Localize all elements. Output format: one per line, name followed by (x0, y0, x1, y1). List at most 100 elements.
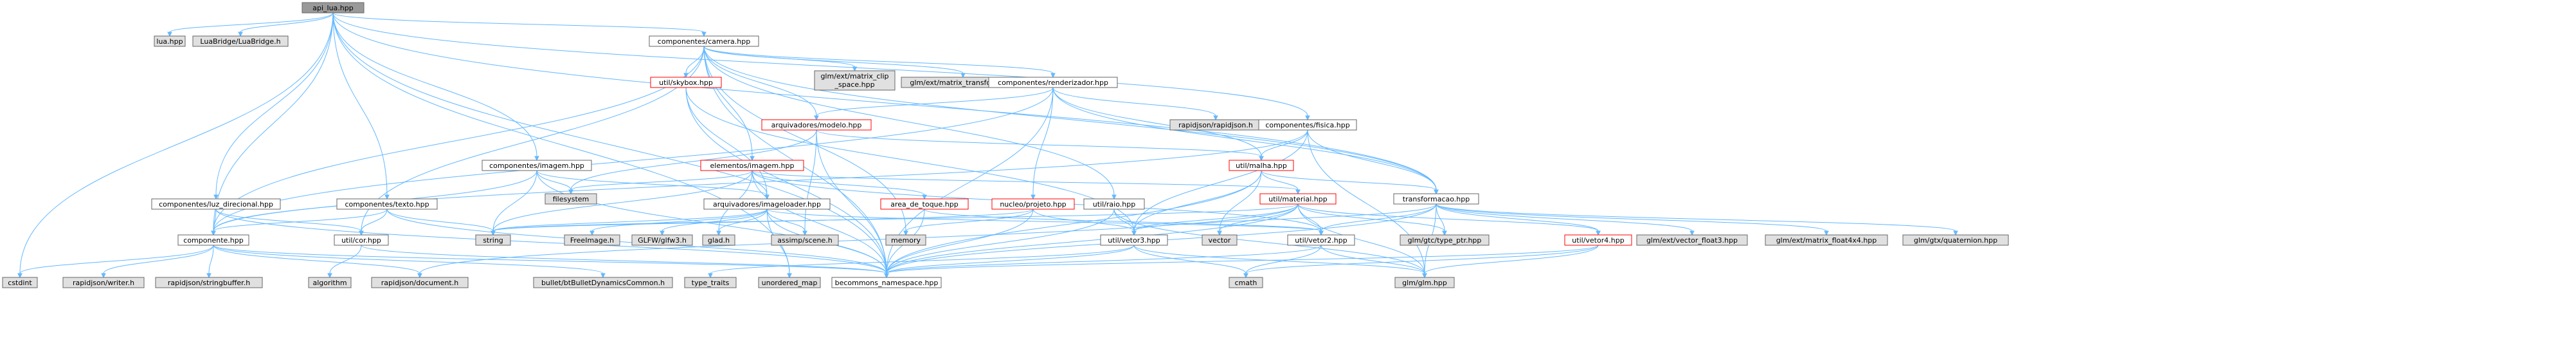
edge-cor-to-algorithm (327, 245, 362, 279)
edge-transformacao-to-quaternion (1436, 203, 1958, 236)
edge-renderizador-to-transformacao (1052, 87, 1439, 195)
node-label: arquivadores/modelo.hpp (771, 121, 862, 129)
node-box (1259, 193, 1337, 205)
node-box (988, 77, 1118, 88)
node-label: componentes/camera.hpp (658, 37, 750, 46)
node-luz[interactable]: componentes/luz_direcional.hpp (151, 198, 281, 210)
node-label: glm/ext/matrix_float4x4.hpp (1776, 236, 1877, 245)
node-box (631, 234, 693, 246)
node-label: unordered_map (762, 279, 818, 287)
node-label: util/malha.hpp (1236, 162, 1287, 170)
node-box (831, 277, 942, 288)
node-label: GLFW/glfw3.h (638, 236, 687, 245)
node-elem-imagem[interactable]: elementos/imagem.hpp (700, 160, 804, 171)
node-matrix-float4x4[interactable]: glm/ext/matrix_float4x4.hpp (1765, 234, 1888, 246)
node-label: lua.hpp (156, 37, 183, 46)
edge-raio-to-vetor3 (1113, 209, 1137, 236)
edge-vetor3-to-type-traits (708, 245, 1135, 279)
node-label: memory (891, 236, 921, 245)
node-box (885, 234, 926, 246)
node-box (1393, 193, 1479, 205)
node-box (155, 277, 263, 288)
node-imageloader[interactable]: arquivadores/imageloader.hpp (703, 198, 831, 210)
node-unordered-map[interactable]: unordered_map (758, 277, 821, 288)
node-componente[interactable]: componente.hpp (177, 234, 249, 246)
node-camera[interactable]: componentes/camera.hpp (649, 35, 759, 47)
node-area-toque[interactable]: area_de_toque.hpp (880, 198, 969, 210)
node-box (761, 119, 872, 131)
node-box (703, 198, 831, 210)
node-skybox[interactable]: util/skybox.hpp (650, 77, 722, 88)
node-label: algorithm (312, 279, 347, 287)
node-luabridge[interactable]: LuaBridge/LuaBridge.h (192, 35, 289, 47)
node-glad[interactable]: glad.h (702, 234, 735, 246)
node-label: componentes/texto.hpp (345, 200, 429, 209)
node-renderizador[interactable]: componentes/renderizador.hpp (988, 77, 1118, 88)
node-box (880, 198, 969, 210)
node-label: arquivadores/imageloader.hpp (713, 200, 821, 209)
node-cmath[interactable]: cmath (1229, 277, 1263, 288)
edge-nucleo-to-memory (903, 209, 1034, 236)
node-nucleo[interactable]: nucleo/projeto.hpp (991, 198, 1075, 210)
node-vetor4[interactable]: util/vetor4.hpp (1564, 234, 1632, 246)
node-cor[interactable]: util/cor.hpp (334, 234, 389, 246)
node-algorithm[interactable]: algorithm (308, 277, 352, 288)
node-malha[interactable]: util/malha.hpp (1229, 160, 1294, 171)
node-box (700, 160, 804, 171)
edge-imageloader-to-freeimage (590, 209, 768, 236)
node-stringbuffer[interactable]: rapidjson/stringbuffer.h (155, 277, 263, 288)
node-type-traits[interactable]: type_traits (684, 277, 737, 288)
edge-componente-to-cstdint (17, 245, 214, 279)
node-glfw[interactable]: GLFW/glfw3.h (631, 234, 693, 246)
node-matrix-clip[interactable]: glm/ext/matrix_clip_space.hpp (814, 70, 896, 91)
node-cstdint[interactable]: cstdint (2, 277, 38, 288)
node-modelo[interactable]: arquivadores/modelo.hpp (761, 119, 872, 131)
node-texto[interactable]: componentes/texto.hpp (336, 198, 438, 210)
node-fisica[interactable]: componentes/fisica.hpp (1258, 119, 1357, 131)
node-api-lua[interactable]: api_lua.hpp (302, 2, 365, 14)
edge-api-lua-to-lua (167, 12, 334, 37)
node-label: util/raio.hpp (1093, 200, 1135, 209)
edge-componente-to-bullet (213, 245, 606, 279)
node-freeimage[interactable]: FreeImage.h (564, 234, 620, 246)
node-box (308, 277, 352, 288)
node-filesystem[interactable]: filesystem (545, 193, 597, 205)
node-box (336, 198, 438, 210)
node-box (1400, 234, 1490, 246)
edge-componente-to-namespace (213, 245, 889, 279)
node-material[interactable]: util/material.hpp (1259, 193, 1337, 205)
node-vetor2[interactable]: util/vetor2.hpp (1287, 234, 1355, 246)
edge-transformacao-to-vetor4 (1436, 203, 1601, 236)
node-transformacao[interactable]: transformacao.hpp (1393, 193, 1479, 205)
node-label: glad.h (708, 236, 730, 245)
edge-camera-to-matrix-transform (703, 46, 966, 79)
node-label: rapidjson/writer.h (73, 279, 134, 287)
node-writer[interactable]: rapidjson/writer.h (62, 277, 145, 288)
node-namespace[interactable]: becommons_namespace.hpp (831, 277, 942, 288)
node-label: glm/ext/matrix_clip (820, 72, 888, 80)
node-vector-float3[interactable]: glm/ext/vector_float3.hpp (1636, 234, 1748, 246)
node-vetor3[interactable]: util/vetor3.hpp (1100, 234, 1168, 246)
edge-componente-to-document (213, 245, 422, 279)
node-glm[interactable]: glm/glm.hpp (1394, 277, 1455, 288)
edge-elem-imagem-to-filesystem (568, 170, 753, 195)
node-label: rapidjson/stringbuffer.h (168, 279, 250, 287)
edge-renderizador-to-namespace (884, 87, 1054, 279)
node-vector[interactable]: vector (1202, 234, 1238, 246)
node-document[interactable]: rapidjson/document.h (371, 277, 469, 288)
edge-elem-imagem-to-imageloader (752, 170, 770, 200)
node-memory[interactable]: memory (885, 234, 926, 246)
node-label: cstdint (8, 279, 32, 287)
node-type-ptr[interactable]: glm/gtc/type_ptr.hpp (1400, 234, 1490, 246)
node-assimp[interactable]: assimp/scene.h (771, 234, 839, 246)
node-label: elementos/imagem.hpp (710, 162, 795, 170)
node-bullet[interactable]: bullet/btBulletDynamicsCommon.h (533, 277, 673, 288)
node-quaternion[interactable]: glm/gtx/quaternion.hpp (1902, 234, 2009, 246)
node-rapidjson[interactable]: rapidjson/rapidjson.h (1169, 119, 1262, 131)
node-imagem-comp[interactable]: componentes/imagem.hpp (482, 160, 592, 171)
node-string[interactable]: string (475, 234, 511, 246)
node-lua[interactable]: lua.hpp (154, 35, 186, 47)
node-raio[interactable]: util/raio.hpp (1083, 198, 1145, 210)
node-label: nucleo/projeto.hpp (1000, 200, 1066, 209)
node-box (482, 160, 592, 171)
